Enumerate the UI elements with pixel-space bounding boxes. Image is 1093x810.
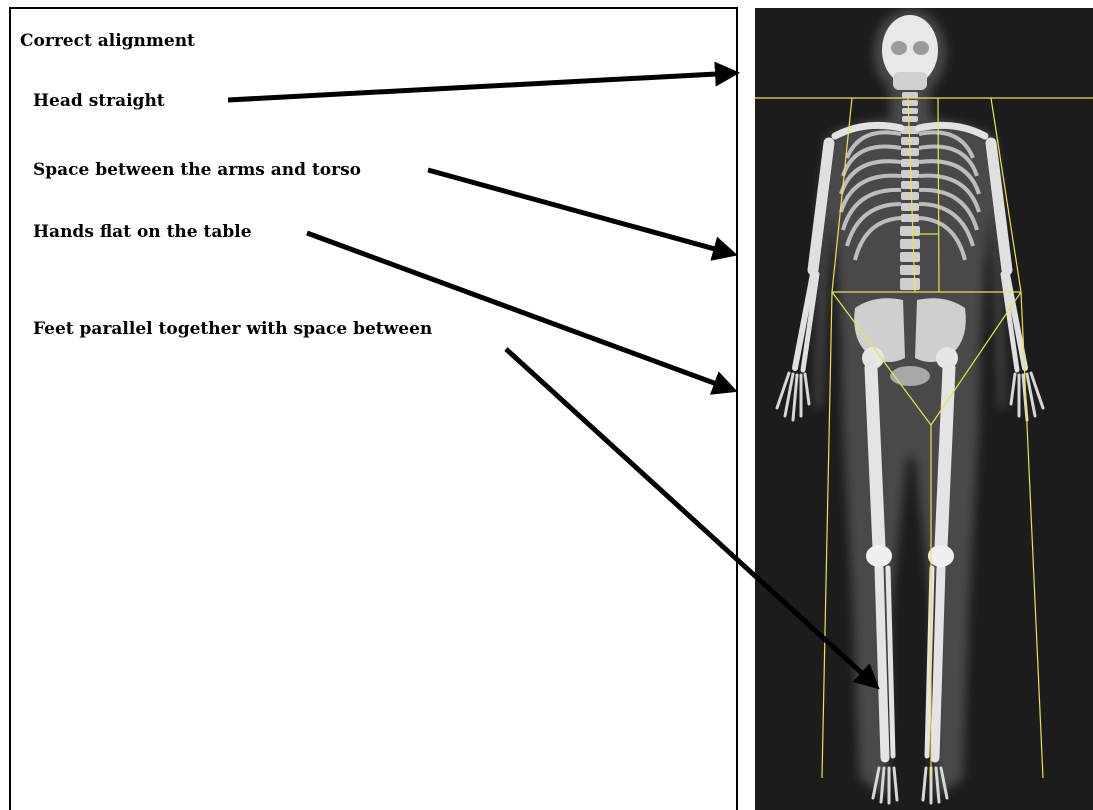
arrow-hands-flat xyxy=(307,233,733,390)
arrow-head-straight xyxy=(228,73,735,100)
arrow-feet-parallel xyxy=(506,349,876,686)
arrow-arm-torso-space xyxy=(428,170,733,254)
